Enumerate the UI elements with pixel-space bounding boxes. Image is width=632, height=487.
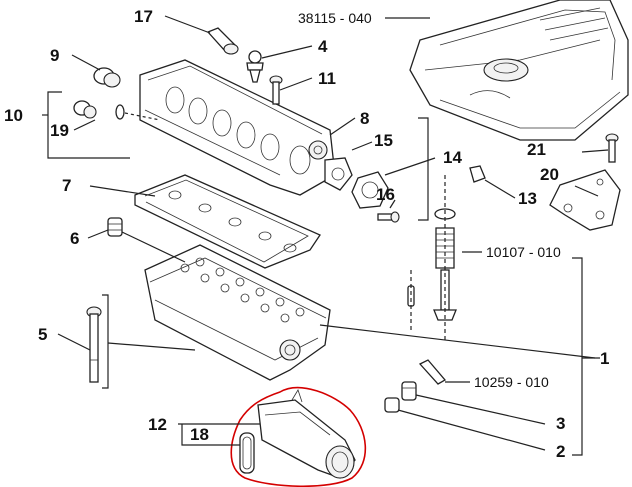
- callout-18: 18: [190, 425, 209, 444]
- bracket-5: [102, 294, 109, 389]
- leader-20: [574, 185, 599, 197]
- ref-engine-cover: 38115 - 040: [298, 10, 372, 26]
- callout-10: 10: [4, 106, 23, 125]
- ref-valve-group: 10107 - 010: [486, 244, 561, 260]
- callout-15: 15: [374, 131, 393, 150]
- bolt-11-part[interactable]: [269, 75, 283, 105]
- ref-stud: 10259 - 010: [474, 374, 549, 390]
- leader-9: [71, 54, 101, 71]
- bolt-21-part[interactable]: [605, 133, 619, 163]
- plug-3-part[interactable]: [401, 381, 417, 401]
- breather-4-part[interactable]: [246, 50, 264, 83]
- callout-7: 7: [62, 176, 71, 195]
- leader-6: [87, 229, 109, 239]
- head-bolt-5-part[interactable]: [86, 306, 102, 383]
- plug-9-part[interactable]: [93, 67, 121, 88]
- callout-19: 19: [50, 121, 69, 140]
- gasket-15-part[interactable]: [324, 157, 353, 191]
- leader-3: [415, 394, 546, 425]
- leader-8: [329, 117, 356, 136]
- part-13[interactable]: [469, 165, 486, 183]
- leader-2: [397, 409, 546, 451]
- leader-15: [351, 141, 373, 151]
- leader-14: [384, 157, 436, 176]
- callout-8: 8: [360, 109, 369, 128]
- callout-4: 4: [318, 37, 328, 56]
- leader-21: [581, 149, 609, 153]
- seal-ring-19-part[interactable]: [115, 104, 125, 120]
- stud-17-part[interactable]: [206, 27, 239, 55]
- callout-12: 12: [148, 415, 167, 434]
- callout-20: 20: [540, 165, 559, 184]
- leader-5: [57, 333, 91, 351]
- engine-cover-part[interactable]: [409, 0, 629, 141]
- valve-group-part[interactable]: [407, 208, 457, 321]
- callout-6: 6: [70, 229, 79, 248]
- callout-1: 1: [600, 349, 609, 368]
- bracket-20-part[interactable]: [549, 169, 621, 231]
- stud-10259-part[interactable]: [418, 359, 447, 385]
- callout-13: 13: [518, 189, 537, 208]
- seal-14-part[interactable]: [351, 171, 389, 209]
- callout-5: 5: [38, 325, 47, 344]
- cylinder-head-part[interactable]: [144, 244, 331, 381]
- bracket-right: [572, 257, 583, 456]
- callout-14: 14: [443, 148, 462, 167]
- camshaft-carrier-part[interactable]: [139, 59, 336, 196]
- bracket-14-16: [418, 117, 429, 221]
- plug-6-part[interactable]: [107, 217, 123, 237]
- thermostat-gasket-part[interactable]: [239, 432, 255, 474]
- assembly-line-5: [107, 342, 196, 351]
- plug-2-part[interactable]: [384, 397, 400, 413]
- bracket-10: [47, 91, 130, 159]
- leader-13: [484, 179, 516, 199]
- callout-9: 9: [50, 46, 59, 65]
- callout-21: 21: [527, 140, 546, 159]
- callout-16: 16: [376, 185, 395, 204]
- bolt-16-part[interactable]: [377, 211, 400, 223]
- callout-17: 17: [134, 7, 153, 26]
- leader-7: [89, 185, 156, 197]
- leader-16: [389, 199, 396, 209]
- plug-19-part[interactable]: [73, 100, 97, 119]
- callout-11: 11: [318, 69, 336, 88]
- assembly-line-6: [121, 231, 186, 263]
- leader-1: [319, 324, 596, 359]
- leader-4: [261, 45, 313, 59]
- highlight-ring: [230, 386, 367, 487]
- bracket-12: [181, 424, 240, 446]
- leader-17: [164, 15, 211, 34]
- callout-3: 3: [556, 414, 565, 433]
- cam-cover-gasket-part[interactable]: [134, 174, 321, 269]
- thermostat-housing-part[interactable]: [257, 389, 356, 479]
- leader-11: [279, 77, 313, 91]
- callout-2: 2: [556, 442, 565, 461]
- leader-19: [73, 119, 96, 131]
